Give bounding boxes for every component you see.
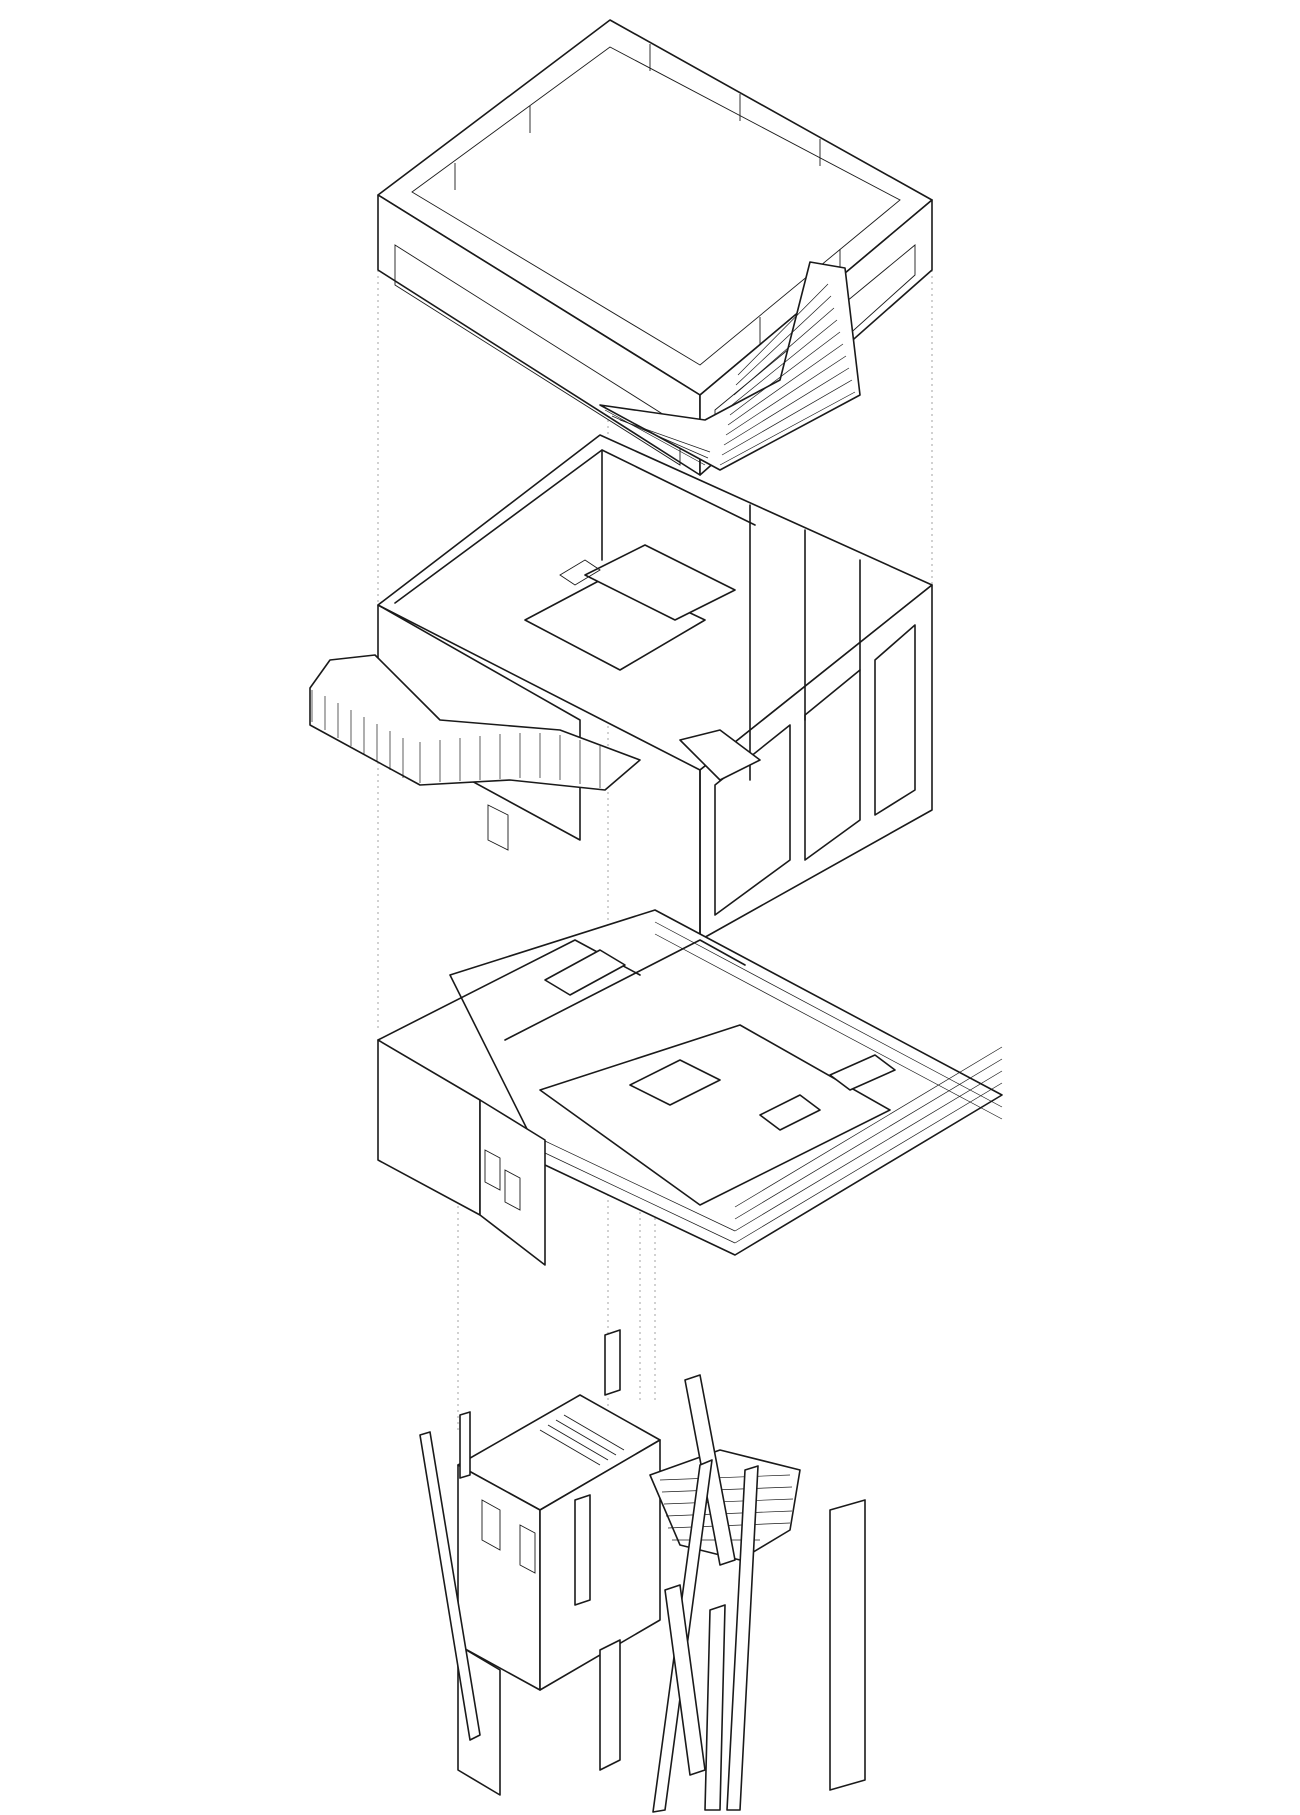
base-core-right-face	[539, 1439, 661, 1691]
base-core-window-2	[519, 1524, 536, 1574]
upper-bed-2	[584, 544, 736, 621]
main-window-2	[504, 1169, 521, 1211]
main-left-block	[377, 1039, 481, 1216]
main-interior-stair	[629, 1059, 721, 1106]
roof-stair-slats	[604, 283, 856, 466]
upper-stair-landing	[679, 729, 761, 781]
main-inner-room	[539, 1024, 891, 1206]
base-stilts	[419, 1329, 866, 1813]
stilt-1	[419, 1431, 481, 1741]
upper-frame-columns	[699, 504, 861, 941]
base-leg-2	[599, 1639, 621, 1771]
base-core-window-1	[481, 1499, 501, 1551]
stilt-8	[829, 1499, 866, 1791]
roof-parapet-inner	[411, 46, 901, 366]
main-interior-wall-2	[504, 939, 746, 1041]
stilt-10	[664, 1584, 706, 1776]
upper-frame-opening-3	[874, 624, 916, 816]
stilt-3	[604, 1329, 621, 1396]
main-kitchen-unit-1	[759, 1094, 821, 1131]
stilt-7	[726, 1465, 759, 1811]
stilt-9	[574, 1494, 591, 1606]
roof-level	[377, 19, 933, 476]
main-center-block	[479, 1099, 546, 1266]
base-level	[419, 1329, 866, 1813]
base-core-stair	[539, 1414, 625, 1466]
upper-desk	[559, 559, 601, 586]
upper-exterior-stair	[309, 654, 641, 791]
stilt-6	[704, 1604, 726, 1811]
upper-frame-opening-2	[804, 669, 861, 861]
roof-exterior-stair	[599, 261, 861, 471]
main-kitchen-unit-2	[829, 1054, 896, 1091]
main-deck-railing	[544, 909, 1003, 1256]
upper-stair-slats	[311, 690, 601, 788]
stilt-2	[459, 1411, 471, 1479]
main-floor-level	[377, 909, 1003, 1266]
main-window-1	[484, 1149, 501, 1191]
roof-left-recess	[394, 244, 681, 466]
upper-left-door	[487, 804, 509, 851]
roof-parapet-posts	[454, 44, 841, 344]
upper-floor-level	[309, 434, 933, 941]
main-cabinet	[544, 949, 626, 996]
